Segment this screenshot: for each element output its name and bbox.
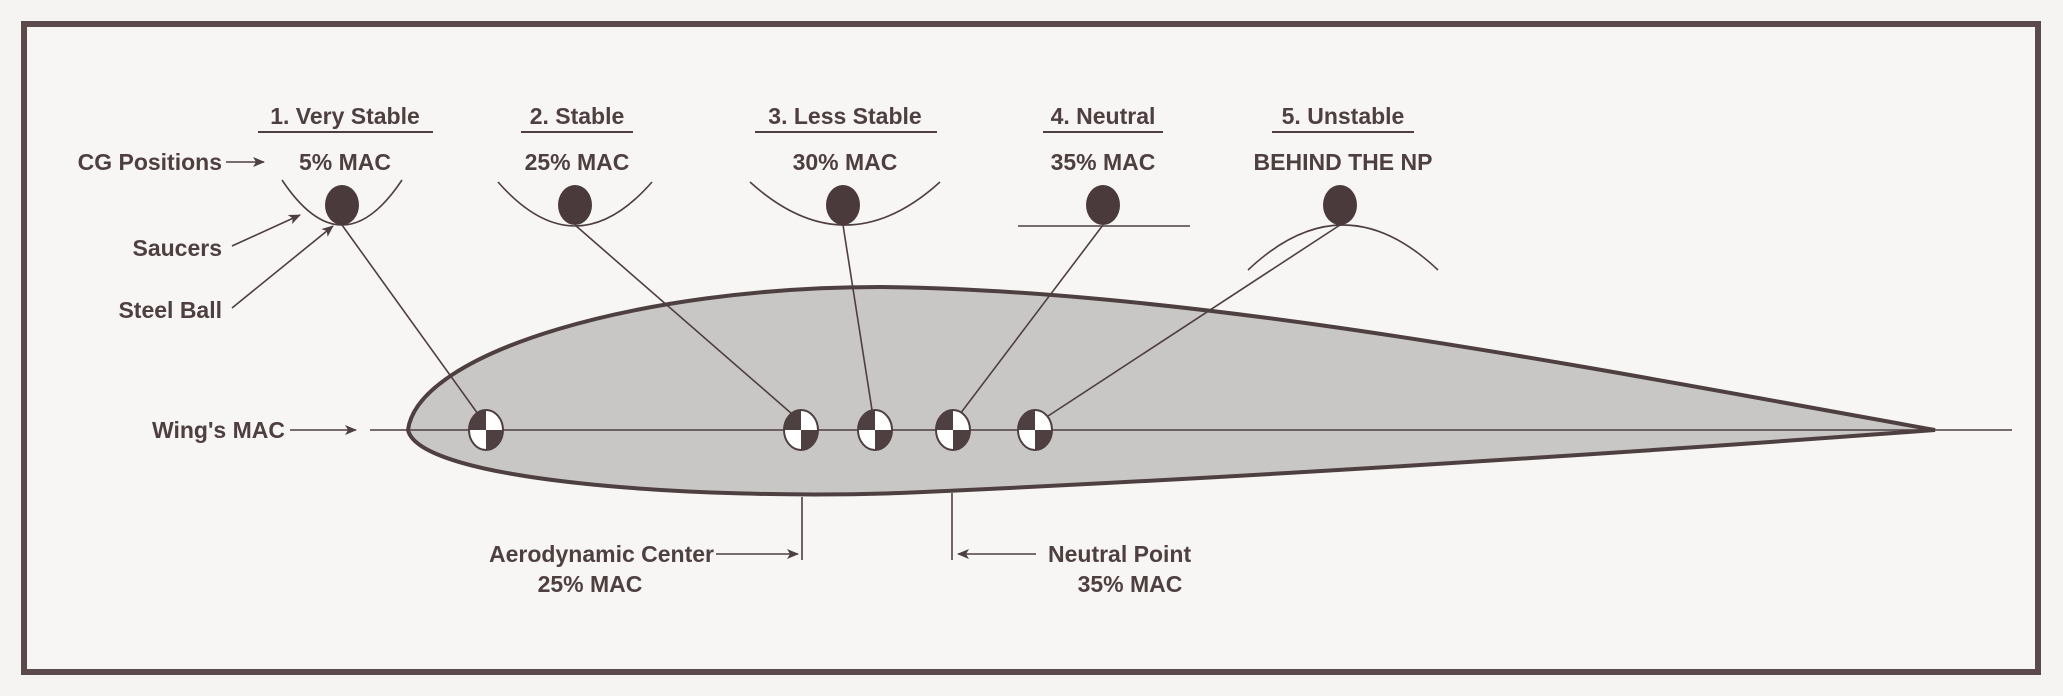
cg-symbol-5 <box>1017 409 1053 451</box>
saucer-concave-shallow <box>749 181 941 226</box>
cg-positions-label: CG Positions <box>78 149 222 175</box>
case-5: 5. Unstable BEHIND THE NP <box>1254 103 1433 175</box>
leader-lines <box>341 224 1341 419</box>
case-3: 3. Less Stable 30% MAC <box>755 103 937 175</box>
steel-ball-label: Steel Ball <box>118 297 222 323</box>
ac-label: Aerodynamic Center <box>489 541 714 567</box>
arrow-icon <box>231 225 334 309</box>
case-title: 4. Neutral <box>1051 103 1156 129</box>
cg-symbol-1 <box>468 409 504 451</box>
case-position: 25% MAC <box>525 149 630 175</box>
cg-symbol-3 <box>857 409 893 451</box>
cg-symbol-2 <box>783 409 819 451</box>
case-title: 5. Unstable <box>1282 103 1405 129</box>
steel-ball-3 <box>826 185 860 225</box>
saucers-label: Saucers <box>132 235 222 261</box>
case-title: 3. Less Stable <box>768 103 921 129</box>
case-title: 2. Stable <box>530 103 625 129</box>
cg-symbol-4 <box>935 409 971 451</box>
np-value: 35% MAC <box>1078 571 1183 597</box>
steel-ball-1 <box>325 185 359 225</box>
saucer-convex <box>1247 224 1439 271</box>
case-4: 4. Neutral 35% MAC <box>1043 103 1163 175</box>
arrow-icon <box>231 214 301 247</box>
case-position: BEHIND THE NP <box>1254 149 1433 175</box>
case-position: 5% MAC <box>299 149 391 175</box>
case-position: 35% MAC <box>1051 149 1156 175</box>
case-position: 30% MAC <box>793 149 898 175</box>
steel-ball-5 <box>1323 185 1357 225</box>
case-1: 1. Very Stable 5% MAC <box>258 103 433 175</box>
np-label: Neutral Point <box>1048 541 1191 567</box>
ac-value: 25% MAC <box>538 571 643 597</box>
steel-ball-2 <box>558 185 592 225</box>
steel-ball-4 <box>1086 185 1120 225</box>
wings-mac-label: Wing's MAC <box>152 417 285 443</box>
case-2: 2. Stable 25% MAC <box>521 103 633 175</box>
case-title: 1. Very Stable <box>270 103 420 129</box>
